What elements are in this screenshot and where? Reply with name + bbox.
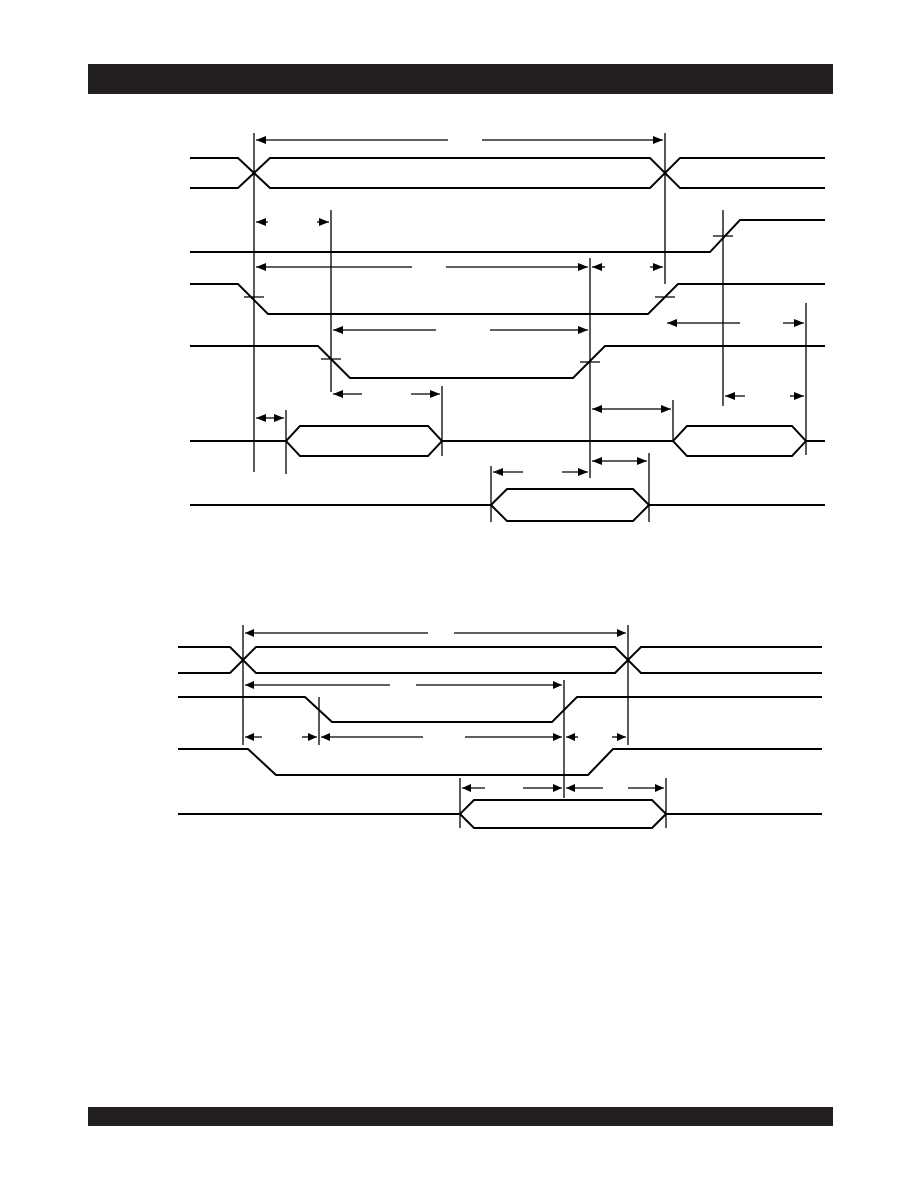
signal-1-address-bus	[190, 157, 825, 189]
signal-2-1-address-bus	[178, 646, 822, 674]
timing-diagram-2	[178, 625, 822, 829]
signal-4-waveform	[190, 345, 825, 379]
signal-5-data-out	[190, 425, 825, 457]
signal-2-4-data	[178, 799, 822, 829]
signal-2-2-waveform	[178, 696, 822, 723]
signal-2-3-waveform	[178, 748, 822, 776]
timing-diagram-1	[190, 133, 825, 522]
reference-lines-2	[242, 625, 667, 828]
timing-arrows-1	[256, 136, 804, 476]
timing-arrows-2	[245, 629, 664, 792]
signal-3-waveform	[190, 283, 825, 315]
footer-bar	[88, 1107, 833, 1126]
reference-lines-1	[244, 133, 807, 522]
signal-6-data-in	[190, 488, 825, 522]
header-bar	[88, 64, 833, 94]
